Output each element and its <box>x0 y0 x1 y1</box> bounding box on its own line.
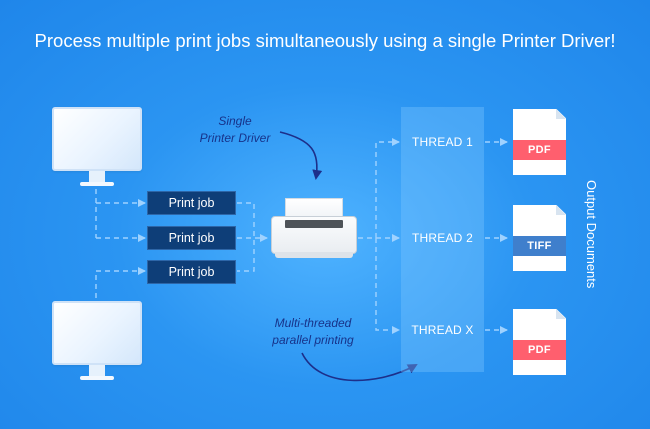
thread-label: THREAD X <box>411 323 474 337</box>
document-format-badge: PDF <box>513 140 566 160</box>
note-line: parallel printing <box>272 333 354 347</box>
document-format-badge: TIFF <box>513 236 566 256</box>
parallel-printing-note: Multi-threaded parallel printing <box>258 315 368 349</box>
computer-monitor-icon <box>52 301 142 387</box>
print-job-box: Print job <box>147 260 236 284</box>
document-format-badge: PDF <box>513 340 566 360</box>
thread-panel <box>401 107 484 372</box>
thread-label: THREAD 2 <box>412 231 473 245</box>
single-driver-note: Single Printer Driver <box>190 113 280 147</box>
thread-label: THREAD 1 <box>412 135 473 149</box>
output-documents-label: Output Documents <box>584 180 599 289</box>
note-line: Multi-threaded <box>274 316 352 330</box>
page-title: Process multiple print jobs simultaneous… <box>34 30 616 51</box>
note-line: Printer Driver <box>199 131 271 145</box>
document-icon: TIFF <box>513 205 566 271</box>
document-icon: PDF <box>513 109 566 175</box>
note-line: Single <box>218 114 252 128</box>
print-job-box: Print job <box>147 226 236 250</box>
document-icon: PDF <box>513 309 566 375</box>
print-job-box: Print job <box>147 191 236 215</box>
computer-monitor-icon <box>52 107 142 193</box>
printer-icon <box>271 198 357 260</box>
